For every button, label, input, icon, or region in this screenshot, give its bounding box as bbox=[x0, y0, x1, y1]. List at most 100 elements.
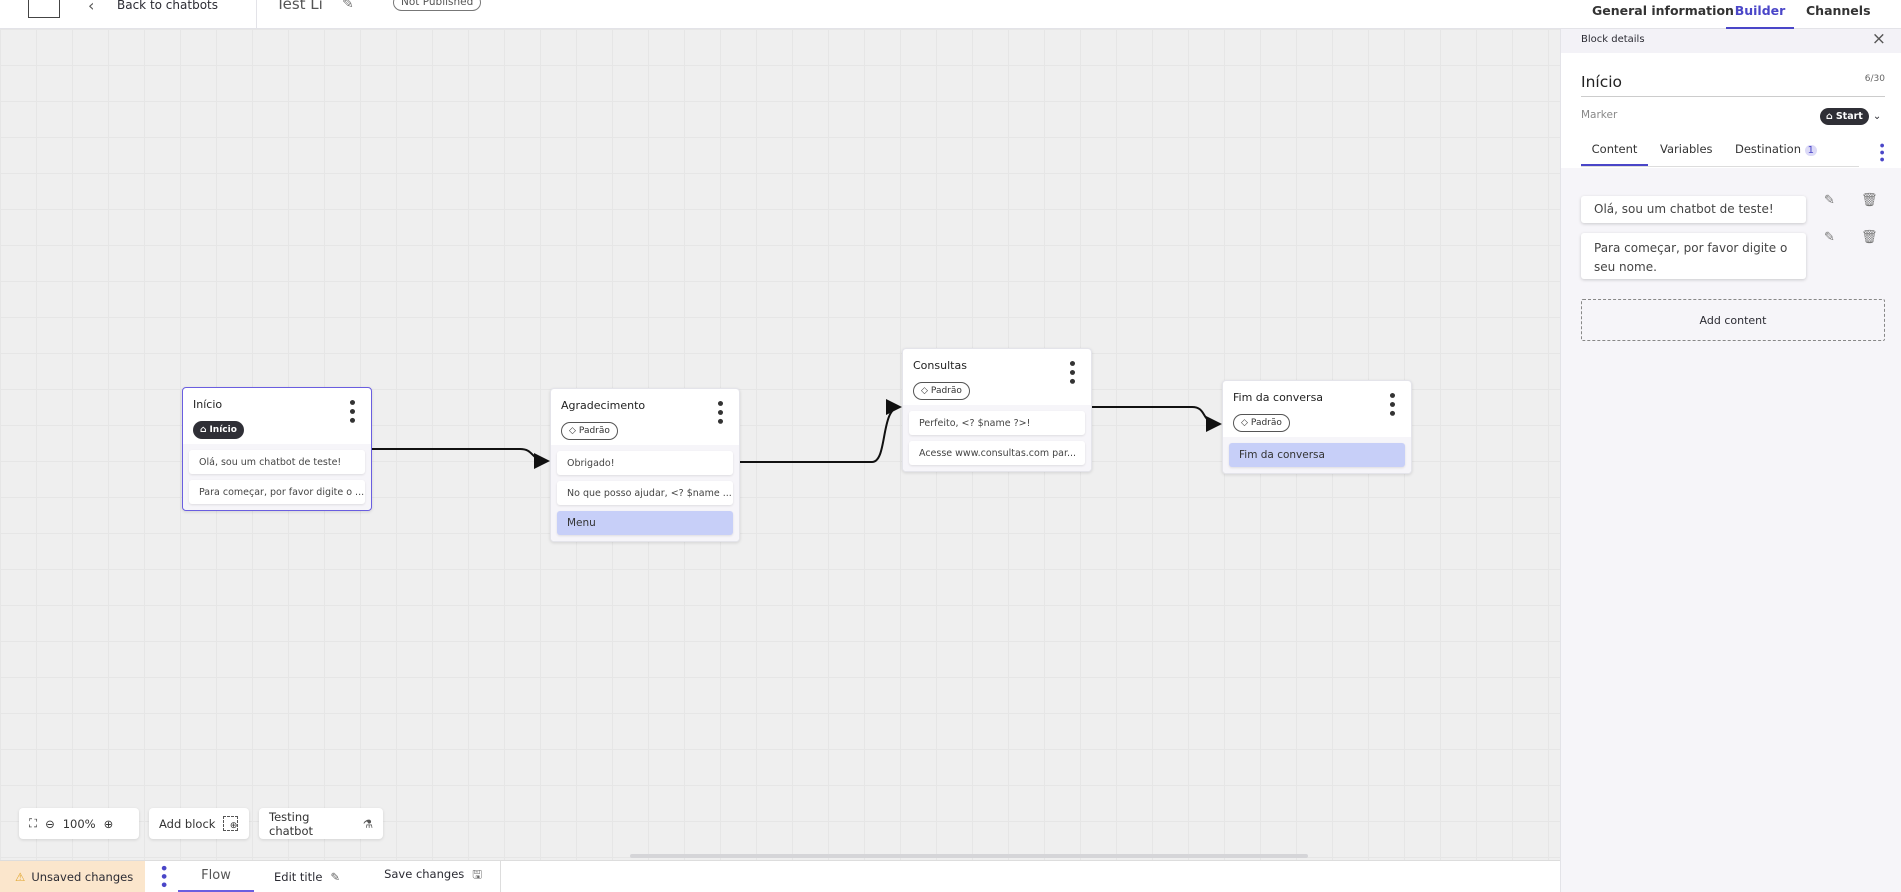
zoom-out-icon[interactable]: ⊖ bbox=[45, 816, 55, 831]
more-options-icon[interactable]: ••• bbox=[1875, 142, 1888, 164]
close-icon[interactable]: × bbox=[1871, 29, 1886, 49]
testing-chatbot-label: Testing chatbot bbox=[269, 809, 314, 838]
content-item[interactable]: Para começar, por favor digite o seu nom… bbox=[1581, 233, 1806, 279]
tag-icon: ◇ bbox=[1241, 418, 1248, 428]
more-options-icon[interactable]: ••• bbox=[1383, 391, 1399, 418]
content-area: Olá, sou um chatbot de teste! ✎ 🗑 Para c… bbox=[1561, 168, 1901, 892]
marker-badge-label: Padrão bbox=[1250, 418, 1282, 428]
tab-content[interactable]: Content bbox=[1581, 142, 1648, 166]
block-title: Fim da conversa bbox=[1233, 391, 1324, 404]
block-header: Consultas ••• ◇Padrão bbox=[903, 349, 1091, 405]
chevron-left-icon[interactable]: ‹ bbox=[88, 0, 95, 15]
add-block-label: Add block bbox=[159, 816, 216, 831]
status-badge: Not Published bbox=[393, 0, 482, 11]
tag-icon: ◇ bbox=[569, 426, 576, 436]
tab-channels[interactable]: Channels bbox=[1806, 3, 1871, 18]
zoom-level: 100% bbox=[62, 816, 96, 831]
block-action[interactable]: Fim da conversa bbox=[1229, 443, 1405, 467]
back-to-chatbots-link[interactable]: Back to chatbots bbox=[117, 0, 218, 12]
pencil-icon[interactable]: ✎ bbox=[342, 0, 354, 12]
block-title-value: Início bbox=[1581, 73, 1623, 91]
zoom-controls: ⛶ ⊖ 100% ⊕ bbox=[19, 808, 139, 839]
pencil-icon[interactable]: ✎ bbox=[1824, 193, 1835, 208]
block-details-panel: Block details × Início 6/30 Marker ⌂Star… bbox=[1560, 29, 1901, 892]
block-message[interactable]: No que posso ajudar, <? $name ... bbox=[557, 481, 733, 505]
save-icon: 🖫 bbox=[472, 867, 483, 881]
edit-title-label: Edit title bbox=[274, 869, 323, 884]
more-options-icon[interactable]: ••• bbox=[1063, 359, 1079, 386]
tab-builder[interactable]: Builder bbox=[1726, 3, 1794, 29]
block-message[interactable]: Obrigado! bbox=[557, 451, 733, 475]
more-options-icon[interactable]: ••• bbox=[343, 398, 359, 425]
fit-screen-icon[interactable]: ⛶ bbox=[29, 816, 38, 830]
content-item[interactable]: Olá, sou um chatbot de teste! bbox=[1581, 196, 1806, 223]
marker-badge-label: Padrão bbox=[930, 386, 962, 396]
tab-flow[interactable]: Flow bbox=[178, 861, 254, 892]
block-header: Agradecimento ••• ◇Padrão bbox=[551, 389, 739, 445]
divider bbox=[500, 861, 502, 892]
block-title: Início bbox=[193, 398, 223, 411]
trash-icon[interactable]: 🗑 bbox=[1861, 230, 1878, 245]
marker-badge: ◇Padrão bbox=[561, 422, 618, 440]
logo-icon bbox=[28, 0, 60, 18]
flask-icon: ⚗ bbox=[362, 816, 373, 831]
block-title-input[interactable]: Início 6/30 bbox=[1581, 73, 1885, 97]
marker-badge-label: Início bbox=[209, 425, 237, 435]
marker-badge-label: Padrão bbox=[578, 426, 610, 436]
panel-header: Block details × bbox=[1561, 29, 1901, 53]
marker-label: Marker bbox=[1581, 109, 1618, 121]
unsaved-label: Unsaved changes bbox=[31, 869, 134, 884]
divider bbox=[256, 0, 257, 29]
block-message[interactable]: Acesse www.consultas.com par... bbox=[909, 441, 1085, 465]
tab-general-information[interactable]: General information bbox=[1592, 3, 1734, 18]
save-changes-button[interactable]: Save changes🖫 bbox=[384, 867, 482, 886]
horizontal-scrollbar[interactable] bbox=[630, 854, 1308, 858]
zoom-in-icon[interactable]: ⊕ bbox=[103, 816, 114, 831]
panel-header-title: Block details bbox=[1581, 34, 1645, 45]
more-options-icon[interactable]: ••• bbox=[711, 399, 727, 426]
pencil-icon[interactable]: ✎ bbox=[1824, 230, 1835, 245]
block-header: Início ••• ⌂Início bbox=[183, 388, 371, 444]
block-header: Fim da conversa ••• ◇Padrão bbox=[1223, 381, 1411, 437]
block-body: Obrigado! No que posso ajudar, <? $name .… bbox=[551, 445, 739, 541]
destination-count: 1 bbox=[1804, 145, 1818, 156]
block-body: Olá, sou um chatbot de teste! Para começa… bbox=[183, 444, 371, 510]
chevron-down-icon: ⌄ bbox=[1872, 111, 1882, 122]
block-message[interactable]: Olá, sou um chatbot de teste! bbox=[189, 450, 365, 474]
warning-icon: ⚠ bbox=[15, 869, 26, 884]
block-body: Fim da conversa bbox=[1223, 437, 1411, 473]
block-action[interactable]: Menu bbox=[557, 511, 733, 535]
add-block-button[interactable]: Add block ⊕ bbox=[149, 808, 249, 839]
chatbot-title: Test Li bbox=[276, 0, 323, 13]
block-body: Perfeito, <? $name ?>! Acesse www.consult… bbox=[903, 405, 1091, 471]
tabs-underline bbox=[1581, 166, 1859, 167]
pencil-icon: ✎ bbox=[330, 869, 341, 884]
marker-value: Start bbox=[1835, 111, 1863, 122]
block-title: Agradecimento bbox=[561, 399, 646, 412]
marker-select[interactable]: ⌂Start ⌄ bbox=[1820, 108, 1881, 125]
home-icon: ⌂ bbox=[200, 425, 207, 435]
block-title: Consultas bbox=[913, 359, 967, 372]
marker-badge: ◇Padrão bbox=[913, 382, 970, 400]
block-message[interactable]: Perfeito, <? $name ?>! bbox=[909, 411, 1085, 435]
tab-destination[interactable]: Destination 1 bbox=[1735, 142, 1818, 156]
add-block-icon: ⊕ bbox=[223, 816, 239, 831]
testing-chatbot-button[interactable]: Testing chatbot ⚗ bbox=[259, 808, 383, 839]
add-content-button[interactable]: Add content bbox=[1581, 299, 1885, 341]
block-message[interactable]: Para começar, por favor digite o ... bbox=[189, 480, 365, 504]
tab-variables[interactable]: Variables bbox=[1660, 142, 1713, 156]
edit-title-button[interactable]: Edit title ✎ bbox=[274, 870, 340, 884]
connectors bbox=[372, 399, 1222, 469]
marker-badge: ⌂Start bbox=[1820, 108, 1869, 125]
bottom-bar: ⚠ Unsaved changes ••• Flow Edit title ✎ Sa… bbox=[0, 860, 1560, 892]
marker-badge: ⌂Início bbox=[193, 421, 244, 439]
marker-badge: ◇Padrão bbox=[1233, 414, 1290, 432]
more-options-icon[interactable]: ••• bbox=[155, 864, 170, 889]
trash-icon[interactable]: 🗑 bbox=[1861, 193, 1878, 208]
unsaved-changes-indicator: ⚠ Unsaved changes bbox=[0, 861, 145, 892]
